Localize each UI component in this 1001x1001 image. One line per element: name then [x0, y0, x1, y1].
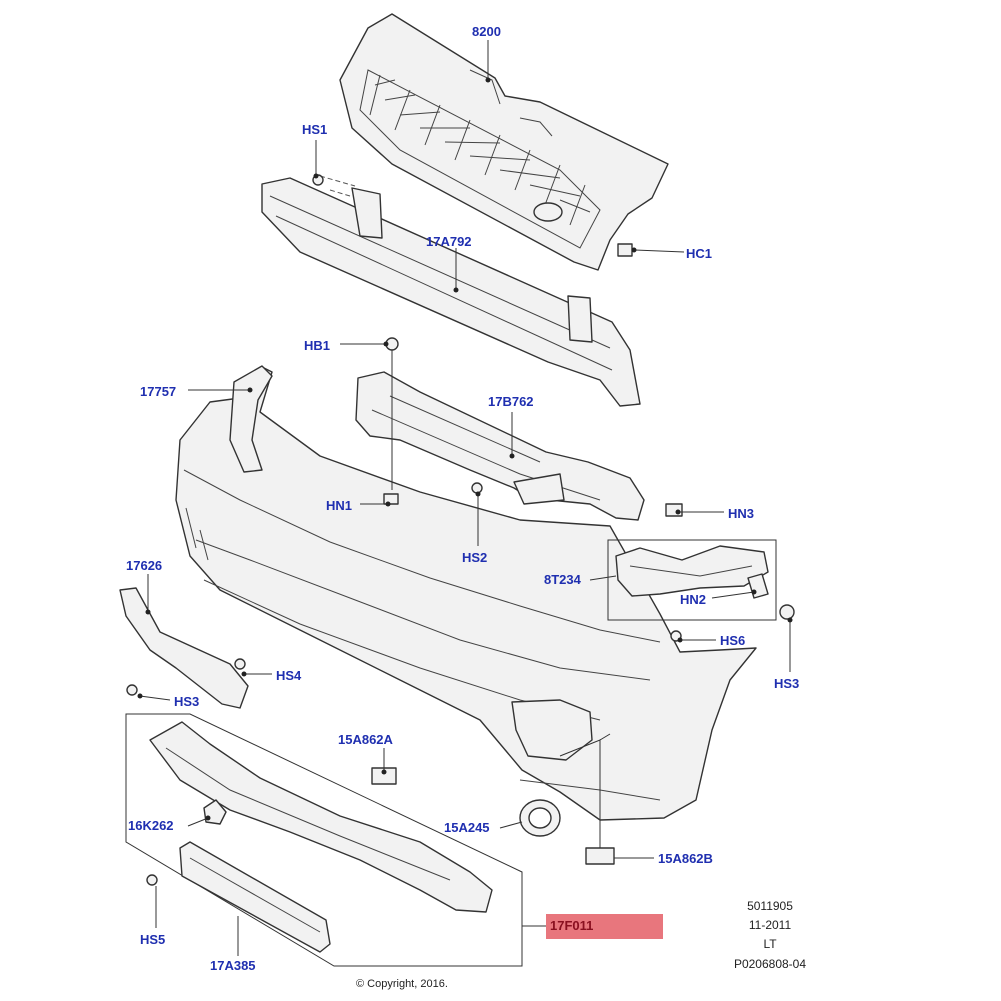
label-15A862B[interactable]: 15A862B: [658, 851, 713, 866]
label-HS6[interactable]: HS6: [720, 633, 746, 648]
lower-grille-17F011: [125, 713, 523, 967]
label-HS3-right[interactable]: HS3: [774, 676, 800, 691]
label-HN2[interactable]: HN2: [680, 592, 707, 607]
copyright: © Copyright, 2016.: [356, 978, 448, 990]
grille-8200: [339, 13, 669, 271]
label-HN1[interactable]: HN1: [326, 498, 353, 513]
leader-lines: [137, 40, 793, 956]
label-HN3[interactable]: HN3: [728, 506, 755, 521]
label-HS4[interactable]: HS4: [276, 668, 302, 683]
label-8200[interactable]: 8200: [472, 24, 501, 39]
label-HS1[interactable]: HS1: [302, 122, 328, 137]
label-15A245[interactable]: 15A245: [444, 820, 490, 835]
label-8T234[interactable]: 8T234: [544, 572, 581, 587]
label-HC1[interactable]: HC1: [686, 246, 713, 261]
bracket-8T234: [607, 539, 777, 621]
label-17F011-highlighted[interactable]: 17F011: [546, 914, 664, 939]
label-17B762[interactable]: 17B762: [488, 394, 534, 409]
side-bracket-17757: [229, 365, 273, 473]
ref-date: 11-2011: [748, 918, 792, 932]
label-HB1[interactable]: HB1: [304, 338, 331, 353]
ring-15A245: [519, 799, 561, 837]
bracket-17B762: [355, 371, 645, 521]
plate-17A385: [179, 841, 331, 953]
label-15A862A[interactable]: 15A862A: [338, 732, 393, 747]
ref-number: 5011905: [747, 899, 793, 913]
label-HS3-left[interactable]: HS3: [174, 694, 200, 709]
ref-drawing-id: P0206808-04: [733, 957, 807, 971]
trim-17626: [119, 587, 249, 709]
label-17A792[interactable]: 17A792: [426, 234, 472, 249]
label-17757[interactable]: 17757: [140, 384, 177, 399]
ref-code: LT: [763, 937, 777, 951]
label-HS5[interactable]: HS5: [140, 932, 166, 947]
crossbar-17A792: [261, 175, 641, 407]
bumper-cover: [175, 367, 757, 821]
label-17626[interactable]: 17626: [126, 558, 163, 573]
label-16K262[interactable]: 16K262: [128, 818, 174, 833]
label-17A385[interactable]: 17A385: [210, 958, 256, 973]
label-HS2[interactable]: HS2: [462, 550, 488, 565]
